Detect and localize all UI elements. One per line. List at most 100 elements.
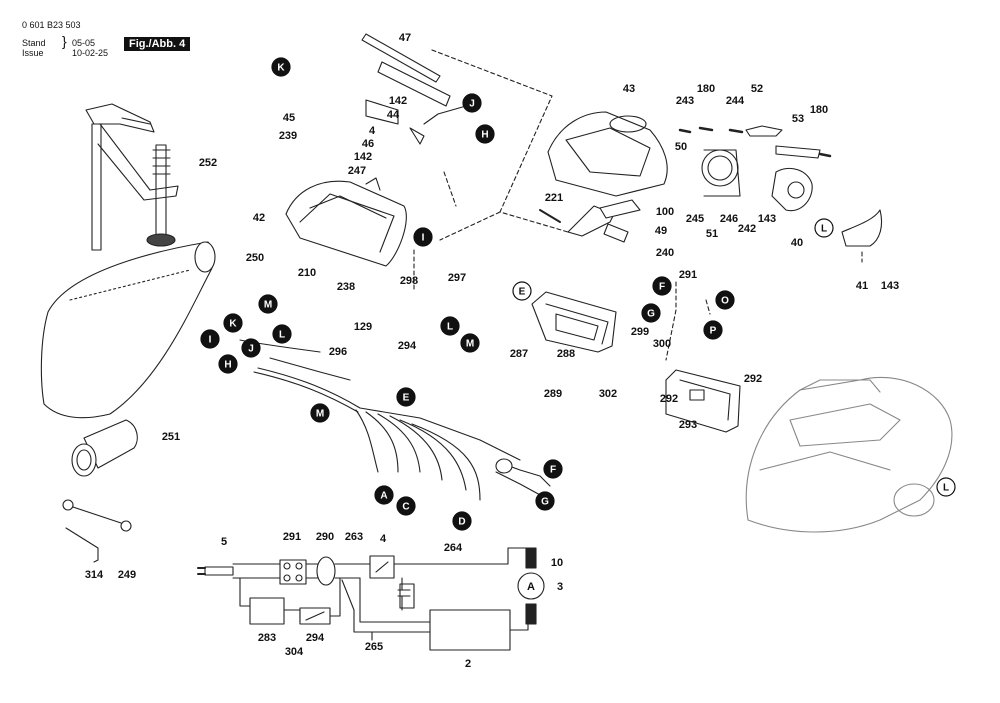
callout-i: I	[200, 329, 220, 349]
part-number-label: 221	[545, 192, 563, 204]
callout-m: M	[460, 333, 480, 353]
doc-number: 0 601 B23 503	[22, 20, 81, 30]
part-number-label: 47	[399, 32, 411, 44]
callout-a: A	[374, 485, 394, 505]
callout-l: L	[936, 477, 956, 497]
callout-circle	[413, 227, 433, 247]
part-number-label: 293	[679, 419, 697, 431]
callout-e: E	[512, 281, 532, 301]
cable-drawing	[239, 339, 551, 501]
callout-circle	[396, 496, 416, 516]
part-number-label: 242	[738, 223, 756, 235]
callout-letter: O	[721, 296, 729, 307]
callout-letter: I	[422, 233, 425, 244]
part-number-label: 294	[398, 340, 417, 352]
callout-letter: L	[821, 224, 827, 235]
callout-letter: E	[519, 287, 526, 298]
part-number-label: 263	[345, 531, 363, 543]
part-number-label: 44	[387, 109, 400, 121]
callout-circle	[462, 93, 482, 113]
lever-drawing	[539, 199, 641, 243]
callout-circle	[814, 218, 834, 238]
part-number-label: 129	[354, 321, 372, 333]
part-number-label: 292	[744, 373, 762, 385]
part-number-label: 180	[697, 83, 715, 95]
stand-label: Stand	[22, 38, 46, 48]
part-number-label: 42	[253, 212, 265, 224]
callout-circle	[258, 294, 278, 314]
part-number-label: 250	[246, 252, 264, 264]
circuit-schematic	[197, 547, 545, 651]
part-number-label: 265	[365, 641, 383, 653]
part-number-label: 143	[881, 280, 899, 292]
part-number-label: 314	[85, 569, 104, 581]
callout-circle	[475, 124, 495, 144]
callout-l: L	[814, 218, 834, 238]
part-number-label: 142	[389, 95, 407, 107]
callout-h: H	[218, 354, 238, 374]
callout-p: P	[703, 320, 723, 340]
callout-letter: L	[279, 330, 285, 341]
stand-date: 05-05	[72, 38, 96, 48]
callout-circle	[452, 511, 472, 531]
part-number-label: 210	[298, 267, 316, 279]
callout-letter: K	[229, 319, 237, 330]
part-number-label: 292	[660, 393, 678, 405]
part-number-label: 247	[348, 165, 366, 177]
handle-drawing	[285, 177, 407, 267]
callout-letter: P	[710, 326, 717, 337]
callout-f: F	[543, 459, 563, 479]
part-number-label: 43	[623, 83, 635, 95]
callout-circle	[241, 338, 261, 358]
part-number-label: 302	[599, 388, 617, 400]
part-number-label: 49	[655, 225, 667, 237]
part-number-label: 100	[656, 206, 674, 218]
part-number-label: 297	[448, 272, 466, 284]
part-number-label: 240	[656, 247, 674, 259]
callout-circle	[652, 276, 672, 296]
saw-housing-drawing	[745, 376, 953, 533]
callout-circle	[310, 403, 330, 423]
callout-letter: K	[277, 63, 285, 74]
callout-circle	[703, 320, 723, 340]
part-number-label: 304	[285, 646, 304, 658]
part-number-label: 246	[720, 213, 738, 225]
callout-circle	[223, 313, 243, 333]
callout-circle	[271, 57, 291, 77]
callout-circle	[715, 290, 735, 310]
callout-letter: D	[458, 517, 465, 528]
callout-letter: H	[481, 130, 488, 141]
part-number-label: 251	[162, 431, 180, 443]
part-number-label: 46	[362, 138, 374, 150]
callout-letter: M	[264, 300, 272, 311]
callout-letter: J	[469, 99, 475, 110]
callout-l: L	[440, 316, 460, 336]
callout-c: C	[396, 496, 416, 516]
callout-letter: F	[659, 282, 665, 293]
part-number-label: 50	[675, 141, 687, 153]
callout-letter: A	[380, 491, 387, 502]
callout-letter: M	[316, 409, 324, 420]
part-number-label: 238	[337, 281, 355, 293]
part-number-label: 10	[551, 557, 563, 569]
callout-e: E	[396, 387, 416, 407]
part-number-label: 288	[557, 348, 575, 360]
callout-h: H	[475, 124, 495, 144]
part-number-label: 45	[283, 112, 295, 124]
callout-letter: G	[541, 497, 549, 508]
callout-circle	[543, 459, 563, 479]
part-number-label: 290	[316, 531, 334, 543]
callout-i: I	[413, 227, 433, 247]
callout-g: G	[641, 303, 661, 323]
part-number-label: 300	[653, 338, 671, 350]
callout-j: J	[241, 338, 261, 358]
callout-letter: C	[402, 502, 409, 513]
part-number-label: 291	[283, 531, 301, 543]
adapter-drawing	[71, 419, 138, 477]
part-number-label: 291	[679, 269, 697, 281]
part-number-label: 296	[329, 346, 347, 358]
